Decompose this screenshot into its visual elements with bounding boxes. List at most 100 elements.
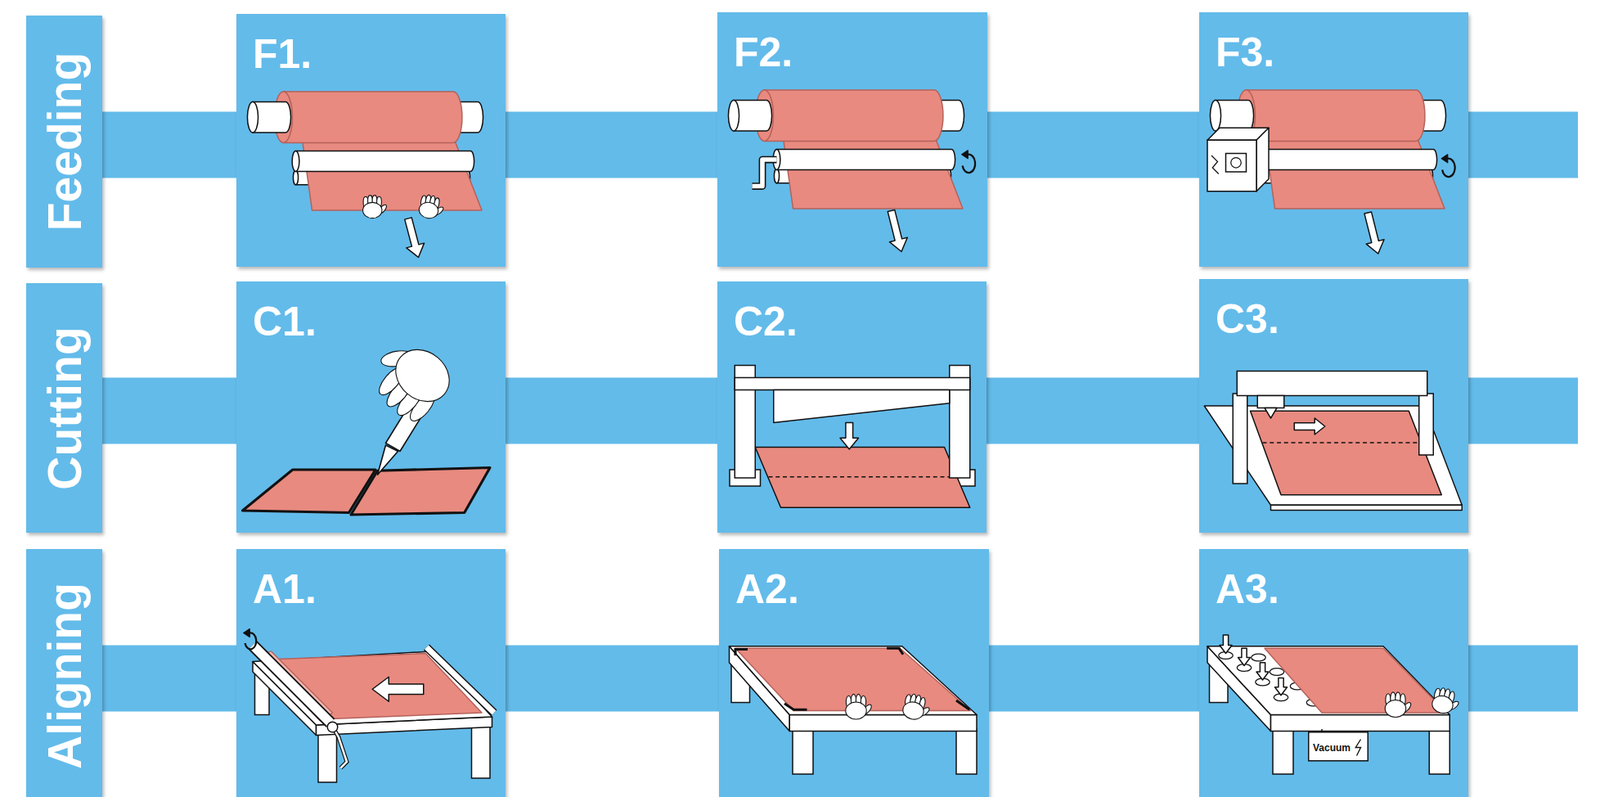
table-front <box>789 714 977 732</box>
laminating-roller <box>252 645 331 724</box>
cutting-bed-edge <box>1271 504 1463 510</box>
glove-palm <box>845 701 868 720</box>
motor-icon <box>1211 155 1219 175</box>
flow-band <box>100 377 239 445</box>
material-roll <box>283 91 463 144</box>
corner-stop <box>784 703 808 711</box>
vacuum-pump <box>1308 732 1369 761</box>
material-roll <box>764 89 944 142</box>
illustration-group <box>729 365 976 508</box>
glove <box>417 193 447 221</box>
illustration-group <box>1207 634 1463 774</box>
roll-cap-end <box>728 100 739 132</box>
illustration-group <box>1207 89 1456 254</box>
roll-cap-end <box>247 102 258 134</box>
table-leg <box>1429 728 1450 774</box>
table-leg <box>1272 728 1294 774</box>
glove-palm <box>363 202 383 218</box>
table-top <box>1207 646 1450 715</box>
stage-label: Cutting <box>26 283 103 533</box>
vacuum-pipe <box>1321 728 1323 733</box>
device-label: Vacuum <box>1312 742 1351 753</box>
gantry-beam <box>1236 371 1428 396</box>
vacuum-hole <box>1251 653 1267 661</box>
illustration-group <box>243 629 495 783</box>
rotation-arrow-head <box>961 150 969 159</box>
step-tile: F3. <box>1199 12 1469 267</box>
rotation-arrow-head <box>243 629 251 638</box>
move-arrow <box>1238 647 1251 666</box>
illustration-group <box>729 646 978 774</box>
motor-icon <box>1231 157 1242 169</box>
glove <box>1384 692 1412 718</box>
illustration-group <box>247 91 483 258</box>
glove <box>845 693 873 720</box>
flow-band <box>984 377 1201 445</box>
glove-palm <box>385 338 460 412</box>
crank-hub <box>327 721 338 733</box>
table-front <box>1271 714 1451 732</box>
gantry-post <box>1419 393 1434 455</box>
sheet <box>1264 134 1445 209</box>
step-code: A3. <box>1199 548 1280 610</box>
crank-inner <box>752 159 778 187</box>
guillotine-blade <box>773 390 950 423</box>
step-tile: F1. <box>236 13 506 267</box>
step-tile: A1. <box>236 548 506 797</box>
feed-roller <box>777 149 956 171</box>
lower-roller-end <box>773 168 779 184</box>
rail <box>426 647 495 713</box>
gantry-post <box>1232 393 1248 484</box>
move-arrow <box>1275 678 1288 696</box>
move-arrow <box>1364 211 1385 254</box>
step-code: C1. <box>236 281 317 342</box>
table-leg <box>956 728 977 774</box>
glove-palm <box>901 700 926 722</box>
stage-label: Aligning <box>26 548 103 797</box>
move-arrow <box>1294 417 1326 435</box>
table-leg <box>792 728 814 774</box>
flow-band <box>100 645 239 712</box>
rotation-arrow <box>962 154 976 174</box>
laminating-roller <box>252 645 331 724</box>
rotation-arrow-head <box>1441 154 1448 163</box>
sheet <box>755 447 971 508</box>
step-code: F1. <box>236 13 312 75</box>
step-tile: A3. Vacuum <box>1199 548 1469 797</box>
glove <box>357 327 459 429</box>
sheet <box>301 136 482 211</box>
step-code: C2. <box>717 281 798 342</box>
illustration-group <box>1204 371 1462 511</box>
sheet <box>735 647 971 711</box>
feed-roller <box>296 151 475 172</box>
feed-roller-end <box>292 151 300 172</box>
stage-label: Feeding <box>26 15 103 268</box>
glove <box>363 195 389 219</box>
flow-band <box>503 377 720 445</box>
step-code: F3. <box>1199 12 1275 73</box>
sheet-piece <box>350 467 490 516</box>
move-arrow <box>1256 662 1269 680</box>
band-tail <box>1466 112 1578 179</box>
feed-roller <box>1258 149 1438 171</box>
step-code: F2. <box>717 12 793 73</box>
corner-stop <box>735 649 748 657</box>
cut-line <box>768 476 958 478</box>
move-arrow <box>1219 634 1232 654</box>
motor-side <box>1256 127 1269 192</box>
step-code: A1. <box>236 548 317 610</box>
glove <box>901 692 934 723</box>
step-tile: A2. <box>719 548 989 797</box>
glove-palm <box>1430 693 1455 715</box>
flow-band <box>985 112 1201 179</box>
flow-band <box>987 645 1201 712</box>
illustration-group <box>728 89 976 252</box>
cutting-head <box>1257 395 1285 409</box>
corner-stop <box>886 647 904 655</box>
table-leg <box>471 720 491 778</box>
sheet <box>1250 410 1443 495</box>
step-tile: F2. <box>717 12 988 267</box>
stage-name: Cutting <box>38 326 90 490</box>
move-arrow <box>372 676 424 702</box>
